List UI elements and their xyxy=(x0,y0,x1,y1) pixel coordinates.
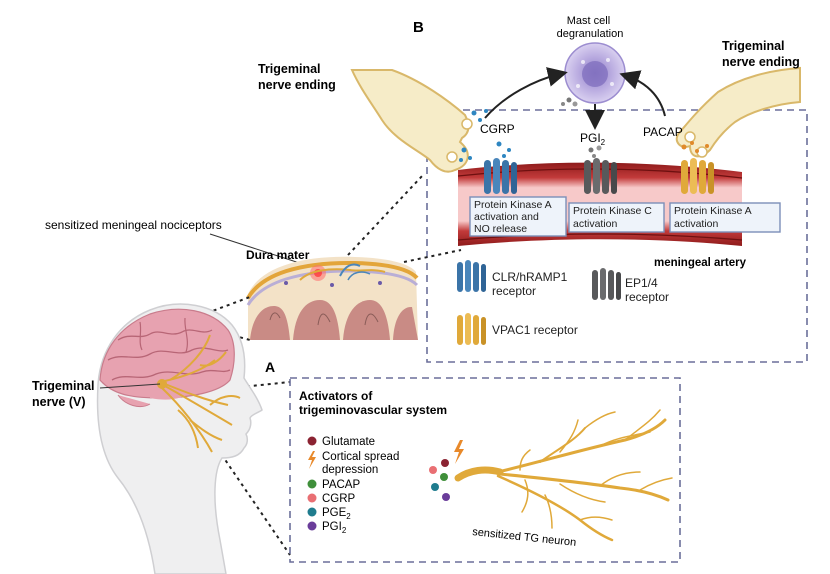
legend-cortical-spread: Cortical spread depression xyxy=(308,451,403,476)
panel-a: A Activators of trigeminovascular system… xyxy=(265,359,681,563)
panel-a-title: Activators of trigeminovascular system xyxy=(299,389,447,417)
left-ending-label: Trigeminal nerve ending xyxy=(258,62,336,92)
left-nerve-ending xyxy=(350,69,473,173)
pathway-box-pka-no: Protein Kinase A activation and NO relea… xyxy=(469,196,567,237)
clr-receptor-membrane xyxy=(484,158,517,194)
trigeminal-nerve-label: Trigeminal nerve (V) xyxy=(32,379,98,409)
svg-text:PACAP: PACAP xyxy=(322,479,360,491)
svg-text:CLR/hRAMP1 receptor: CLR/hRAMP1 receptor xyxy=(492,270,571,298)
svg-text:PGI2: PGI2 xyxy=(322,521,347,535)
vpac-receptor-membrane xyxy=(681,158,714,194)
svg-text:PGE2: PGE2 xyxy=(322,507,351,521)
svg-text:Protein Kinase A activ: Protein Kinase A activation and NO relea… xyxy=(474,199,554,235)
legend-pgi2: PGI2 xyxy=(307,521,347,535)
legend-pge2: PGE2 xyxy=(307,507,351,521)
panel-b-letter: B xyxy=(413,19,424,36)
trigeminal-pointer xyxy=(99,383,161,389)
svg-text:EP1/4 receptor: EP1/4 receptor xyxy=(625,276,669,304)
svg-text:Cortical spread depres: Cortical spread depression xyxy=(322,451,403,476)
neuron-label: sensitized TG neuron xyxy=(472,526,577,549)
panel-a-box xyxy=(289,377,681,563)
svg-text:CGRP: CGRP xyxy=(322,493,356,505)
cgrp-label: CGRP xyxy=(480,122,515,136)
pathway-box-pka: Protein Kinase A activation xyxy=(669,202,781,233)
panel-b: B Trigeminal nerve ending Trigeminal ner… xyxy=(258,15,808,363)
lightning-icon xyxy=(308,451,316,469)
dura-mater-section xyxy=(246,256,419,340)
human-head xyxy=(96,303,263,574)
right-nerve-ending xyxy=(675,66,801,158)
legend-cgrp: CGRP xyxy=(307,493,356,505)
arrow-cgrp-to-mast xyxy=(484,67,568,119)
svg-text:Protein Kinase A activ: Protein Kinase A activation xyxy=(674,205,754,230)
ep-receptor-membrane xyxy=(584,158,617,194)
legend-pacap: PACAP xyxy=(307,479,360,491)
svg-text:Glutamate: Glutamate xyxy=(322,436,375,448)
pgi2-label: PGI2 xyxy=(580,131,606,147)
legend-ep-receptor: EP1/4 receptor xyxy=(592,268,669,304)
csd-lightning-icon xyxy=(454,440,464,464)
connector-lines xyxy=(197,174,462,556)
legend-glutamate: Glutamate xyxy=(307,436,375,448)
mast-cell xyxy=(561,42,626,107)
legend-clr-receptor: CLR/hRAMP1 receptor xyxy=(457,260,571,298)
panel-b-box xyxy=(426,109,808,363)
arrow-pacap-to-mast xyxy=(619,70,666,117)
pacap-label: PACAP xyxy=(643,125,683,139)
dura-label: Dura mater xyxy=(246,248,310,262)
pathway-box-pkc: Protein Kinase C activation xyxy=(568,202,665,233)
released-molecules xyxy=(459,109,709,162)
tg-neuron xyxy=(454,409,673,542)
right-ending-label: Trigeminal nerve ending xyxy=(722,39,800,69)
legend-vpac-receptor: VPAC1 receptor xyxy=(457,313,578,345)
svg-text:VPAC1 receptor: VPAC1 receptor xyxy=(492,323,578,337)
nociceptors-label: sensitized meningeal nociceptors xyxy=(45,218,222,232)
activator-cluster xyxy=(429,440,464,501)
svg-text:Protein Kinase C activ: Protein Kinase C activation xyxy=(573,205,655,230)
panel-a-letter: A xyxy=(265,359,275,375)
artery-label: meningeal artery xyxy=(654,257,747,269)
mast-cell-label: Mast cell degranulation xyxy=(557,15,624,40)
trigeminal-ganglion xyxy=(157,379,167,389)
